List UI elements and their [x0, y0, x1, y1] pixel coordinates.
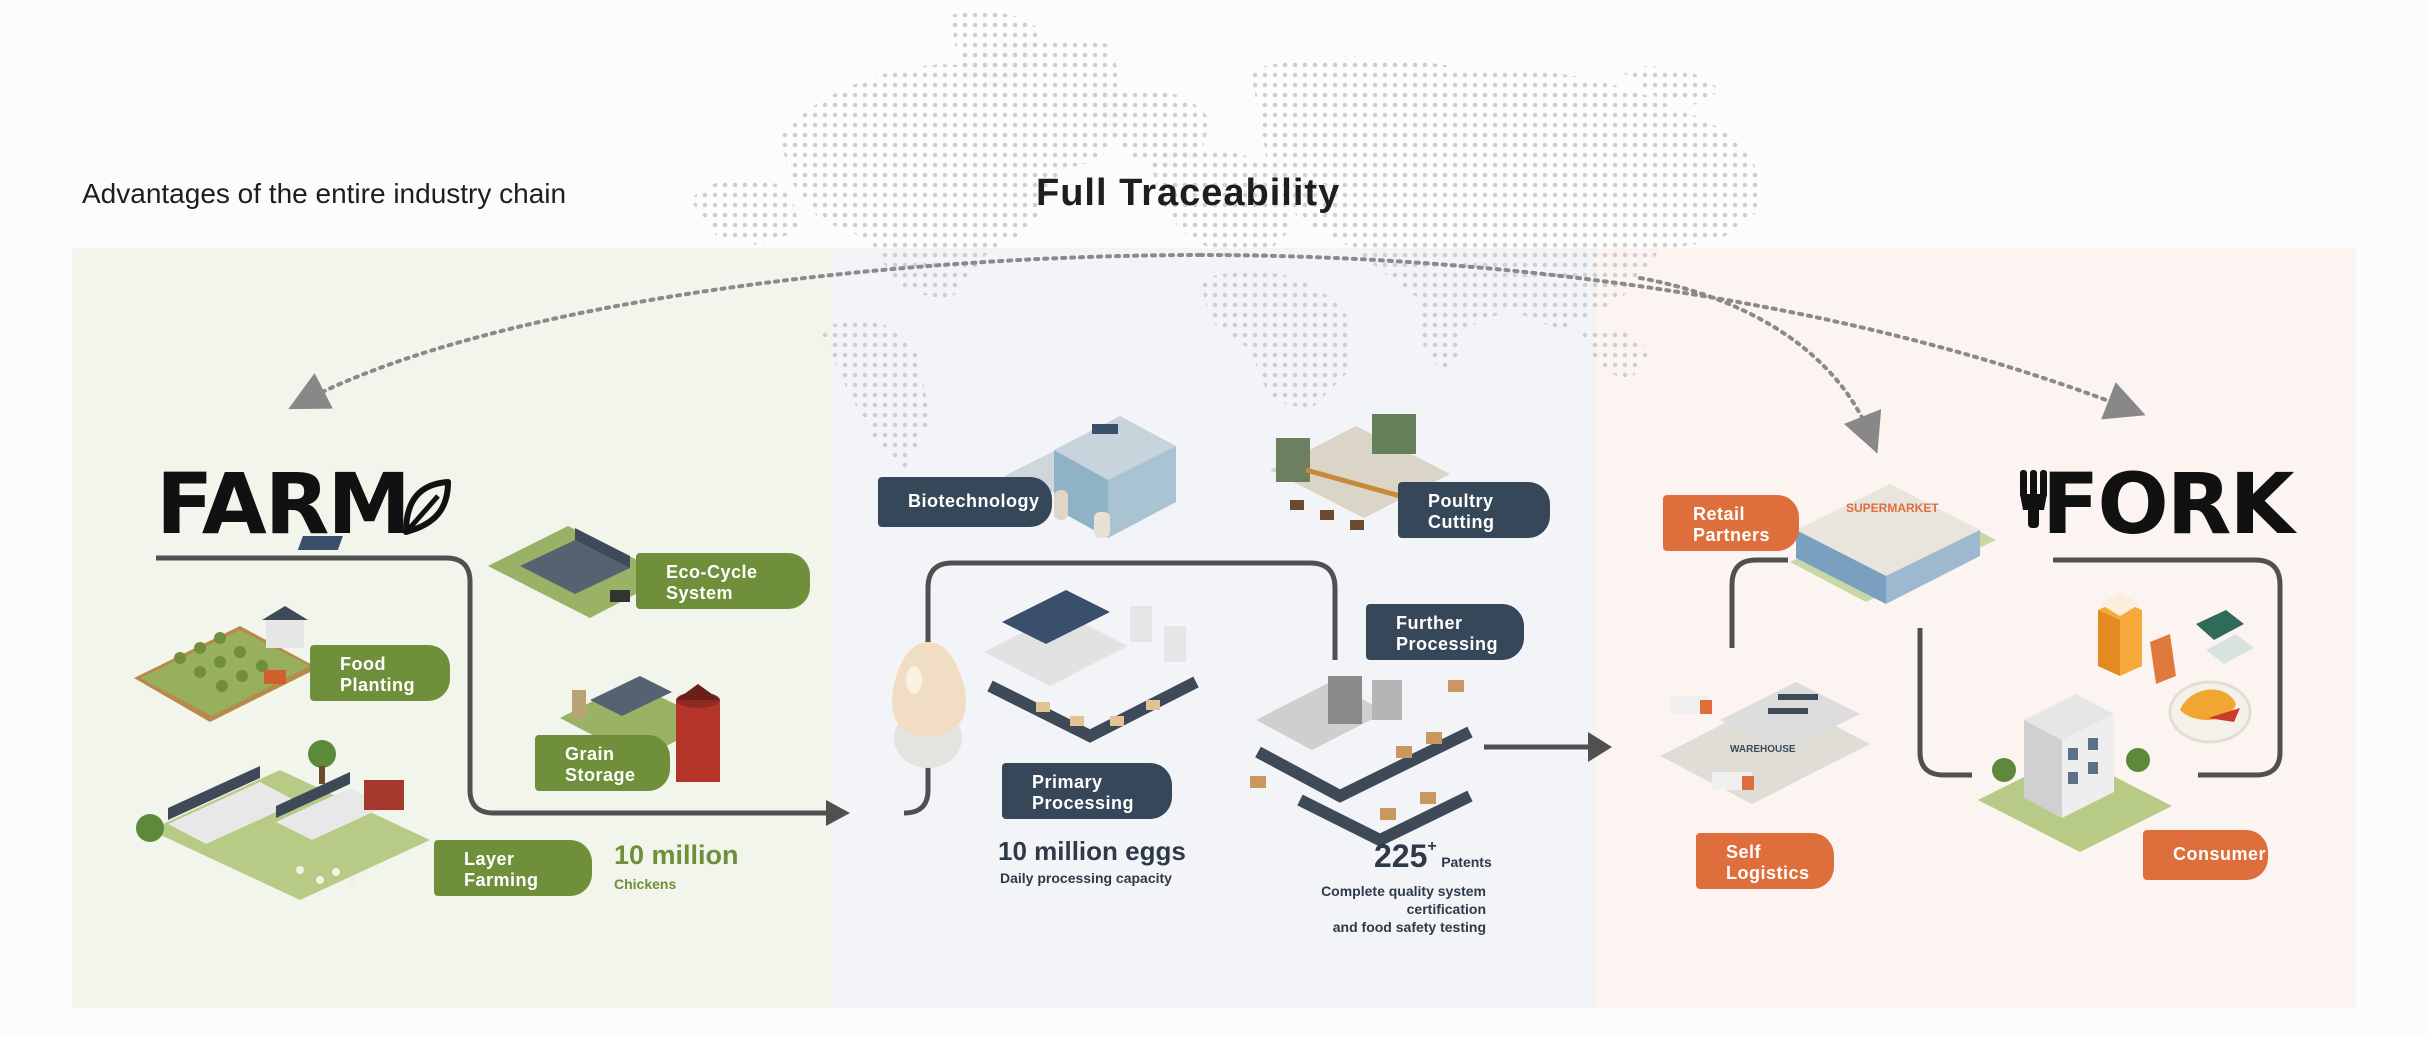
- tag-biotechnology: Biotechnology: [878, 477, 1052, 527]
- patents-stat-value: 225: [1374, 838, 1428, 874]
- fork-logo-text: FORK: [2042, 455, 2295, 553]
- egg-processing-line-illustration: [984, 590, 1199, 743]
- food-planting-illustration: [134, 606, 318, 722]
- egg-illustration: [892, 642, 966, 768]
- patents-stat-caption: Complete quality system certification an…: [1321, 883, 1486, 935]
- eggs-stat-caption: Daily processing capacity: [1000, 870, 1172, 886]
- chickens-stat-caption: Chickens: [614, 876, 677, 892]
- food-products-illustration: [2098, 592, 2254, 744]
- flow-lines: [156, 555, 2283, 816]
- warehouse-trucks-illustration: WAREHOUSE: [1660, 682, 1870, 804]
- section-title: Advantages of the entire industry chain: [82, 178, 567, 209]
- eggs-stat-value: 10 million eggs: [998, 836, 1186, 866]
- eco-cycle-illustration: [297, 526, 670, 618]
- warehouse-sign: WAREHOUSE: [1730, 744, 1796, 755]
- leaf-icon: [403, 479, 451, 535]
- poultry-farm-illustration: [136, 740, 430, 900]
- farm-logo-text: FARM: [156, 455, 411, 553]
- patents-stat: 225+ Patents: [1374, 838, 1492, 875]
- patents-stat-unit: Patents: [1441, 854, 1492, 870]
- tag-consumer: Consumer: [2143, 830, 2268, 880]
- supermarket-sign: SUPERMARKET: [1846, 501, 1939, 515]
- world-map-dots: [690, 11, 1762, 470]
- apartment-building-illustration: [1978, 694, 2172, 852]
- grain-storage-illustration: [560, 676, 720, 782]
- chickens-stat-value: 10 million: [614, 840, 739, 870]
- packaging-line-illustration: [1250, 676, 1473, 847]
- traceability-arc: [288, 253, 2146, 454]
- patents-stat-superscript: +: [1427, 838, 1437, 855]
- supermarket-illustration: SUPERMARKET: [1790, 484, 1996, 604]
- fork-icon: [2020, 470, 2047, 528]
- traceability-title: Full Traceability: [1036, 172, 1341, 214]
